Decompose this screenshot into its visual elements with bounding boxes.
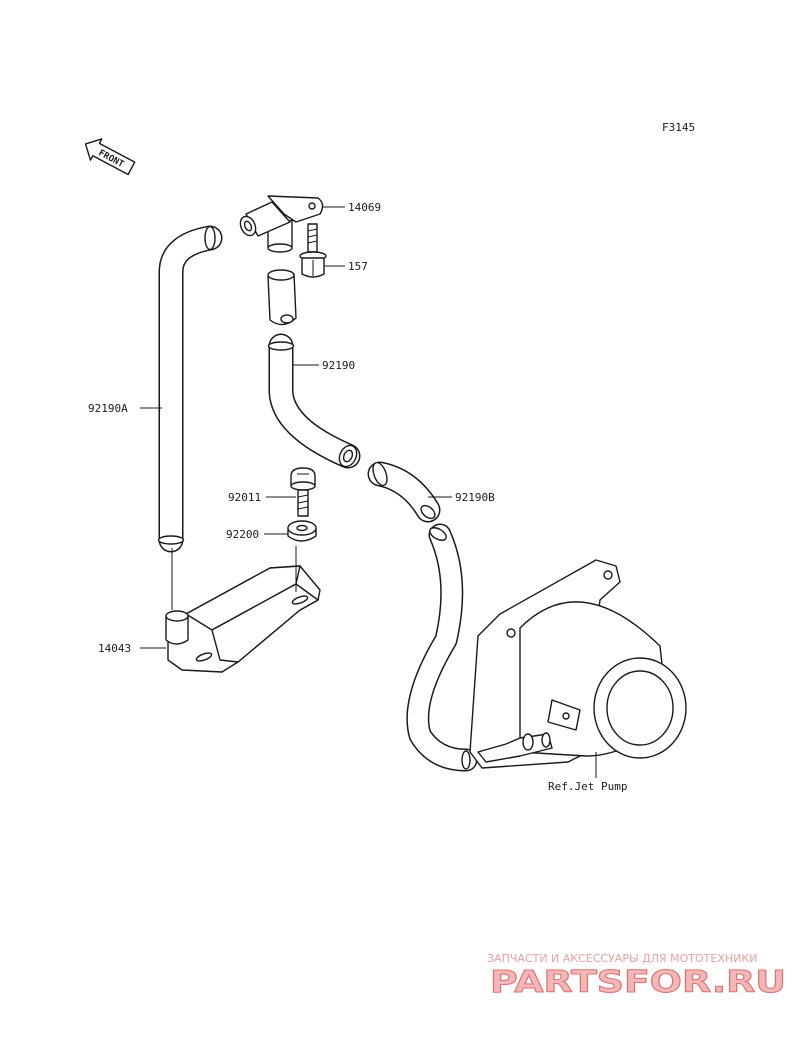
washer-92200 (287, 520, 317, 542)
callout-14069: 14069 (348, 201, 381, 214)
watermark-logo: PARTSFOR.RU (490, 965, 786, 1000)
callout-92190a: 92190A (88, 402, 128, 415)
callout-ref-jet-pump: Ref.Jet Pump (548, 780, 627, 793)
callout-92190b: 92190B (455, 491, 495, 504)
bolt-157 (299, 223, 327, 278)
leader-lines (140, 206, 597, 778)
callout-14043: 14043 (98, 642, 131, 655)
figure-code: F3145 (662, 121, 695, 134)
callout-92190: 92190 (322, 359, 355, 372)
jet-pump (469, 559, 687, 769)
watermark: ЗАПЧАСТИ И АКСЕССУАРЫ ДЛЯ МОТОТЕХНИКИ PA… (487, 952, 787, 1001)
hose-short (267, 269, 297, 326)
front-arrow-icon: FRONT (84, 138, 136, 176)
fitting-14069 (239, 195, 324, 253)
bracket-14043 (165, 565, 321, 673)
watermark-tagline: ЗАПЧАСТИ И АКСЕССУАРЫ ДЛЯ МОТОТЕХНИКИ (487, 952, 757, 965)
hose-92190a (157, 225, 223, 553)
hose-92190 (267, 333, 361, 469)
callout-92011: 92011 (228, 491, 261, 504)
hose-92190b (367, 461, 478, 772)
screw-92011 (290, 467, 316, 517)
callout-92200: 92200 (226, 528, 259, 541)
callout-157: 157 (348, 260, 368, 273)
